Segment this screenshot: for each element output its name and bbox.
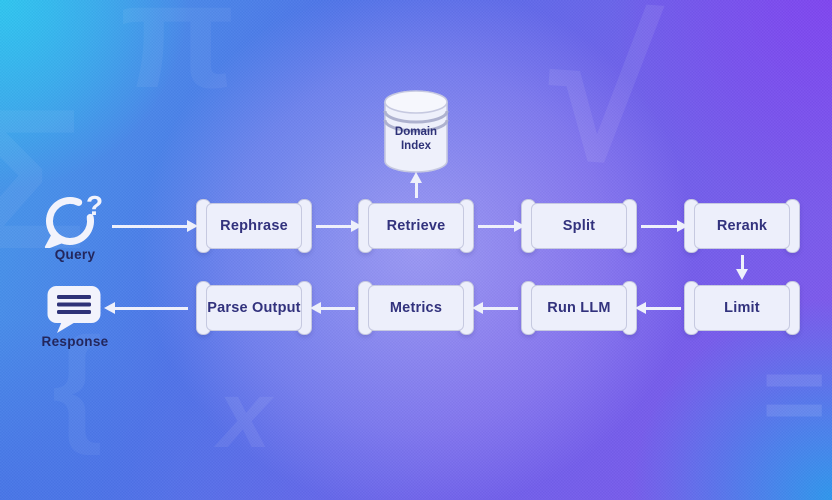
node-rephrase: Rephrase [196, 199, 312, 253]
math-symbol-x-icon: x [218, 362, 271, 468]
node-run-llm: Run LLM [521, 281, 637, 335]
arrowhead-icon [351, 220, 362, 233]
math-symbol-equals-icon: = [762, 333, 827, 456]
node-body [368, 285, 464, 331]
domain-index-line2: Index [400, 139, 432, 152]
arrow-split-to-rerank [641, 220, 688, 233]
arrow-metrics-to-parse-output [310, 302, 355, 315]
node-label: Metrics [389, 300, 443, 316]
math-symbol-pi-icon: π [120, 0, 235, 119]
node-label: Limit [724, 300, 760, 316]
arrowhead-icon [677, 220, 688, 233]
node-label: Rephrase [220, 218, 288, 234]
arrowhead-icon [472, 302, 483, 315]
arrow-parse-output-to-response [104, 302, 188, 315]
arrow-limit-to-run-llm [635, 302, 681, 315]
node-parse-output: Parse Output [196, 281, 312, 335]
node-split: Split [521, 199, 637, 253]
math-symbol-sqrt-icon: √ [540, 0, 666, 207]
arrow-retrieve-to-domain-index [410, 172, 423, 198]
arrowhead-icon [310, 302, 321, 315]
arrow-rerank-to-limit [736, 255, 749, 280]
response-label: Response [41, 334, 109, 349]
node-retrieve: Retrieve [358, 199, 474, 253]
arrow-query-to-rephrase [112, 220, 198, 233]
node-label: Run LLM [547, 300, 611, 316]
node-body [694, 203, 790, 249]
arrow-rephrase-to-retrieve [316, 220, 362, 233]
arrowhead-icon [514, 220, 525, 233]
node-rerank: Rerank [684, 199, 800, 253]
arrowhead-icon [635, 302, 646, 315]
domain-index-label: Domain Index [382, 126, 450, 153]
arrowhead-icon [104, 302, 115, 315]
arrow-retrieve-to-split [478, 220, 525, 233]
domain-index-line1: Domain [394, 126, 438, 138]
arrowhead-icon [187, 220, 198, 233]
node-body [206, 285, 302, 331]
node-label: Rerank [716, 218, 768, 234]
node-body [368, 203, 464, 249]
node-label: Parse Output [207, 300, 301, 316]
arrowhead-icon [736, 269, 749, 280]
database-cylinder-icon [382, 88, 450, 176]
node-metrics: Metrics [358, 281, 474, 335]
node-label: Retrieve [386, 218, 446, 234]
arrow-run-llm-to-metrics [472, 302, 518, 315]
node-limit: Limit [684, 281, 800, 335]
speech-bubble-lines-icon [46, 283, 102, 340]
arrowhead-icon [410, 172, 423, 183]
node-body [531, 203, 627, 249]
node-body [531, 285, 627, 331]
node-body [694, 285, 790, 331]
svg-text:?: ? [86, 190, 103, 221]
query-label: Query [54, 247, 96, 262]
node-body [206, 203, 302, 249]
node-label: Split [562, 218, 596, 234]
speech-bubble-question-icon: ? [44, 190, 106, 253]
